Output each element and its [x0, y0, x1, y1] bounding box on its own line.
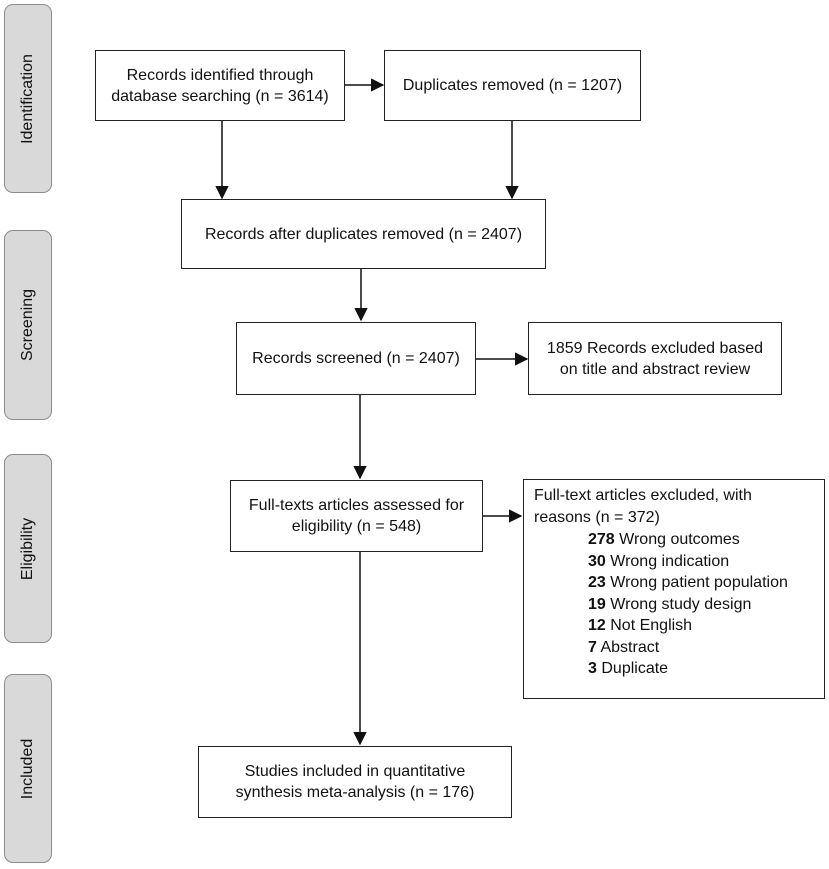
exclusion-reason: 30 Wrong indication	[588, 552, 730, 570]
exclusion-reason: 7 Abstract	[588, 638, 660, 656]
exclusion-reason: 12 Not English	[588, 617, 693, 634]
exclusion-reason: 3 Duplicate	[588, 660, 669, 677]
duplicates-removed-box: Duplicates removed (n = 1207)	[384, 50, 641, 121]
stage-identification: Identification	[4, 4, 52, 193]
fulltext-assessed-box: Full-texts articles assessed for eligibi…	[230, 480, 483, 552]
records-excluded-box: 1859 Records excluded based on title and…	[528, 322, 782, 395]
stage-included: Included	[4, 674, 52, 863]
stage-screening: Screening	[4, 230, 52, 420]
exclusion-reason: 278 Wrong outcomes	[588, 531, 740, 548]
records-screened-box: Records screened (n = 2407)	[236, 322, 476, 395]
exclusion-reason: 23 Wrong patient population	[588, 574, 788, 591]
fulltext-excluded-box: Full-text articles excluded, with reason…	[523, 479, 825, 699]
records-after-duplicates-box: Records after duplicates removed (n = 24…	[181, 199, 546, 269]
exclusion-reason: 19 Wrong study design	[588, 595, 752, 613]
studies-included-box: Studies included in quantitative synthes…	[198, 746, 512, 818]
stage-eligibility: Eligibility	[4, 454, 52, 643]
records-identified-box: Records identified through database sear…	[95, 50, 345, 121]
exclusion-reasons-list: 278 Wrong outcomes 30 Wrong indication 2…	[534, 529, 814, 680]
